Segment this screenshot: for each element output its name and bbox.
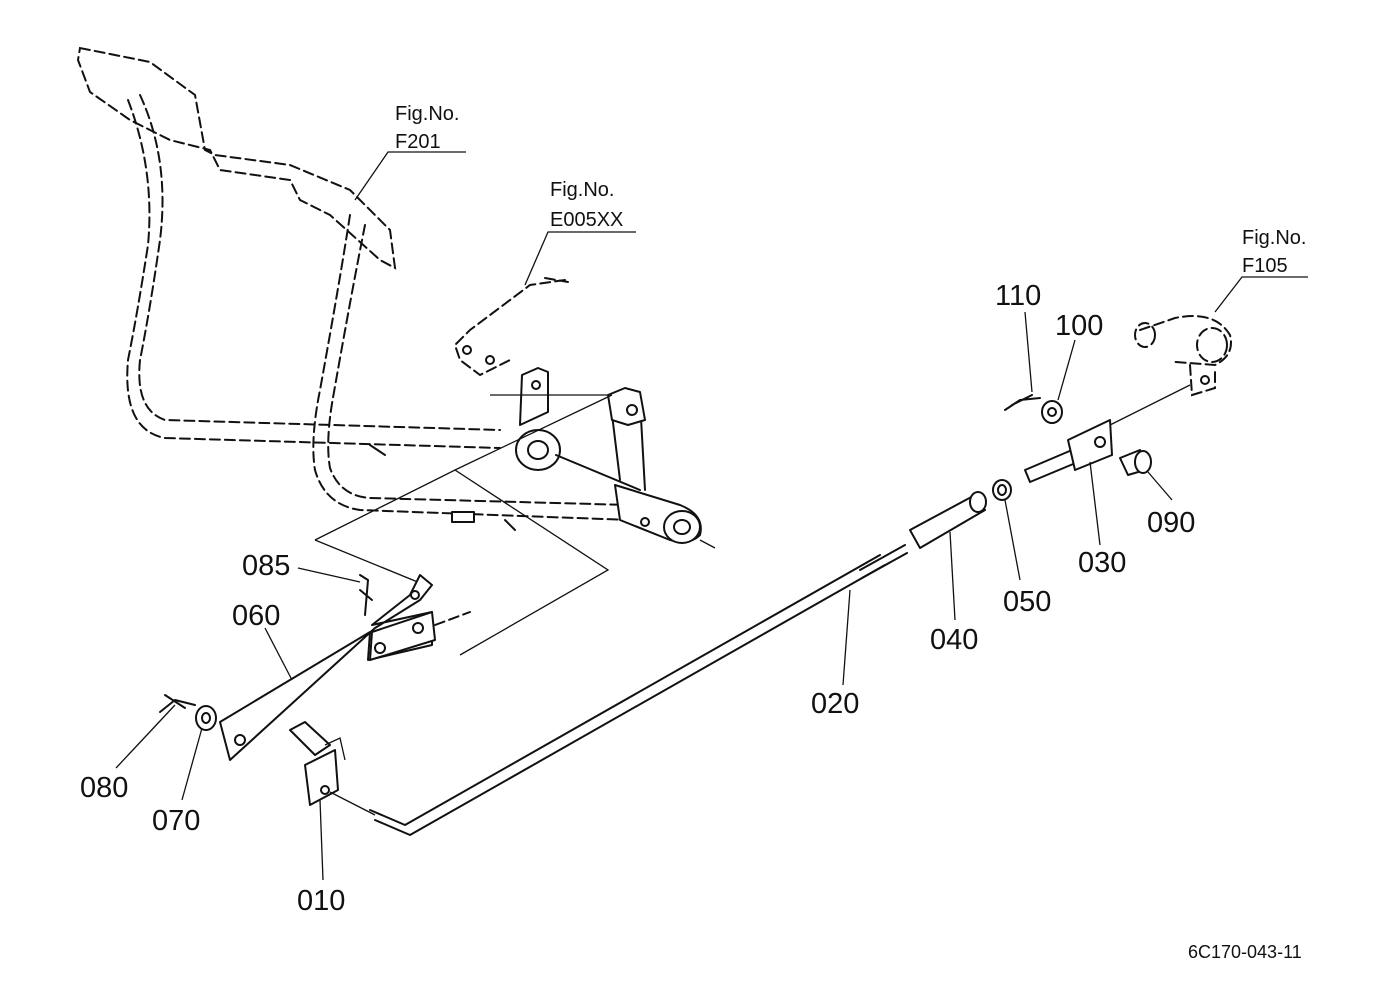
part-label-070: 070 [152,805,200,837]
part-label-080: 080 [80,772,128,804]
clevis-030 [1024,384,1191,483]
clevis-pin-090 [1119,449,1152,476]
bracket-010 [289,721,376,816]
spacer-040 [909,491,987,549]
washer-100 [1041,400,1063,424]
part-label-020: 020 [811,688,859,720]
clip-pin-110 [1004,394,1041,411]
figure-ref-f105: Fig.No. F105 [1242,227,1306,277]
e005xx-rod [453,277,569,377]
part-label-090: 090 [1147,507,1195,539]
part-label-085: 085 [242,550,290,582]
svg-text:Fig.No.: Fig.No. [395,103,459,125]
svg-text:Fig.No.: Fig.No. [1242,227,1306,249]
part-label-110: 110 [995,280,1041,312]
nut-050 [992,479,1012,501]
leader-lines [115,151,1308,881]
clip-pin-080 [159,694,196,713]
part-label-030: 030 [1078,547,1126,579]
svg-text:Fig.No.: Fig.No. [550,179,614,201]
part-label-010: 010 [297,885,345,917]
figure-ref-e005xx: Fig.No. E005XX [550,179,623,231]
rod-020 [369,544,908,836]
cotter-pin-085 [359,574,373,616]
figure-ref-f201: Fig.No. F201 [395,103,459,153]
lever-060 [219,574,471,761]
washer-070 [195,705,217,731]
part-label-100: 100 [1055,310,1103,342]
svg-text:F105: F105 [1242,255,1288,277]
svg-text:E005XX: E005XX [550,209,623,231]
part-label-060: 060 [232,600,280,632]
svg-text:F201: F201 [395,131,441,153]
part-label-040: 040 [930,624,978,656]
f105-part [1134,315,1232,397]
assembly-frame-lines [314,394,613,656]
pedal-assembly [76,46,716,549]
drawing-code: 6C170-043-11 [1188,942,1302,962]
part-label-050: 050 [1003,586,1051,618]
